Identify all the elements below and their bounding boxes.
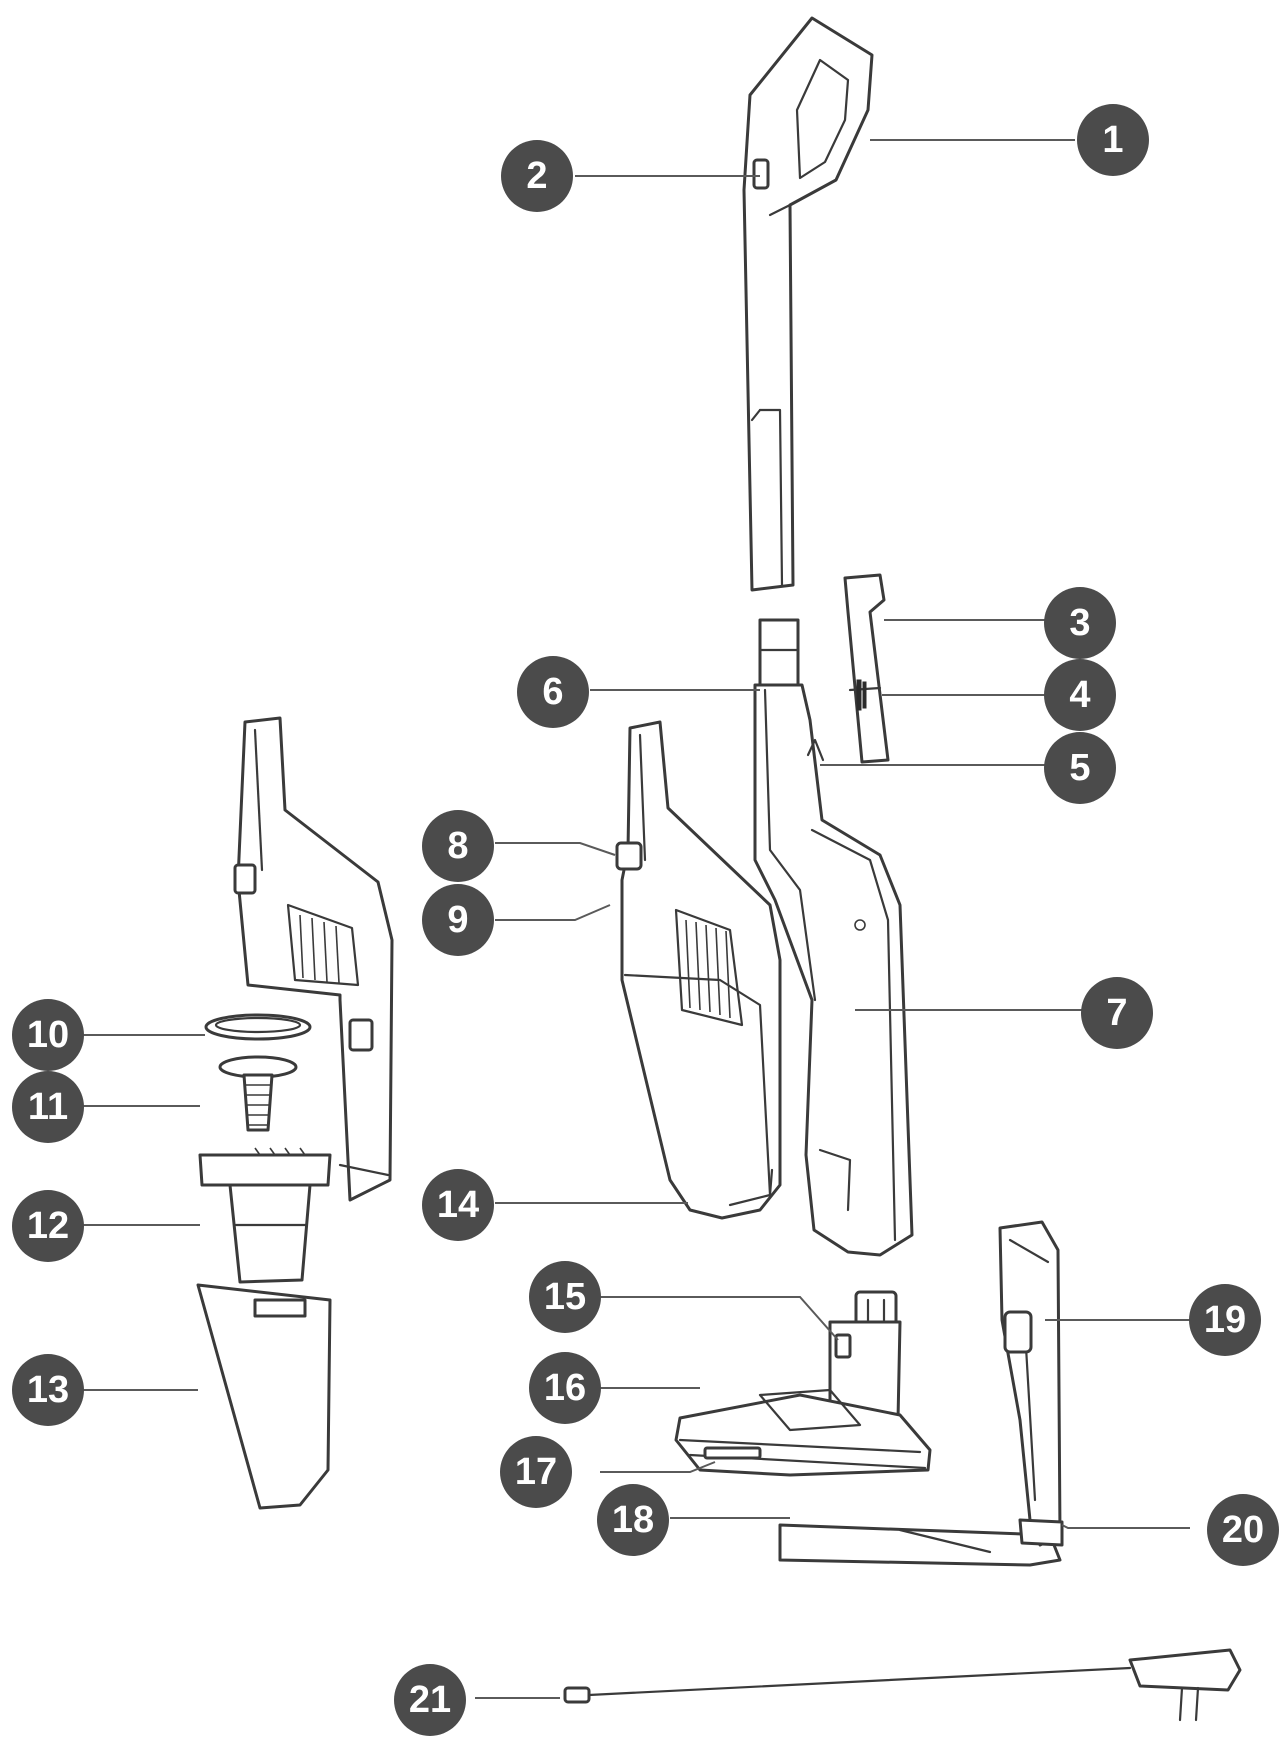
svg-text:11: 11 xyxy=(28,1086,68,1128)
svg-text:8: 8 xyxy=(447,825,468,867)
callout-4: 4 xyxy=(1044,659,1116,731)
callout-5: 5 xyxy=(1044,732,1116,804)
handle-tube-part xyxy=(742,16,874,592)
callout-2: 2 xyxy=(501,140,573,212)
callout-6: 6 xyxy=(517,656,589,728)
callout-13: 13 xyxy=(12,1354,84,1426)
svg-text:10: 10 xyxy=(27,1014,69,1056)
callout-16: 16 xyxy=(529,1352,601,1424)
callout-9: 9 xyxy=(422,884,494,956)
callout-1: 1 xyxy=(1077,104,1149,176)
svg-text:13: 13 xyxy=(27,1369,69,1411)
exploded-handheld-body xyxy=(233,716,394,1202)
svg-text:2: 2 xyxy=(526,155,547,197)
svg-text:17: 17 xyxy=(515,1451,557,1493)
svg-text:14: 14 xyxy=(437,1184,479,1226)
svg-text:7: 7 xyxy=(1106,992,1127,1034)
svg-text:19: 19 xyxy=(1204,1299,1246,1341)
svg-text:4: 4 xyxy=(1069,674,1090,716)
handheld-unit-part xyxy=(615,720,782,1220)
main-body-part xyxy=(753,618,914,1257)
callout-21: 21 xyxy=(394,1664,466,1736)
crevice-tool-part xyxy=(843,573,890,764)
callout-18: 18 xyxy=(597,1484,669,1556)
svg-text:9: 9 xyxy=(447,899,468,941)
callout-19: 19 xyxy=(1189,1284,1261,1356)
callout-8: 8 xyxy=(422,810,494,882)
filter-seal-part xyxy=(204,1013,312,1041)
callout-20: 20 xyxy=(1207,1494,1279,1566)
svg-text:3: 3 xyxy=(1069,602,1090,644)
vent-grille xyxy=(674,908,744,1027)
callout-14: 14 xyxy=(422,1169,494,1241)
svg-text:1: 1 xyxy=(1102,119,1123,161)
dust-container-part xyxy=(196,1283,332,1510)
svg-text:15: 15 xyxy=(544,1276,586,1318)
charger-part xyxy=(563,1648,1242,1722)
callout-12: 12 xyxy=(12,1190,84,1262)
svg-text:6: 6 xyxy=(542,671,563,713)
svg-text:12: 12 xyxy=(27,1205,69,1247)
callout-badges: 1 2 3 4 5 6 7 8 9 10 11 12 13 14 15 16 1… xyxy=(12,104,1279,1736)
svg-text:20: 20 xyxy=(1222,1509,1264,1551)
callout-10: 10 xyxy=(12,999,84,1071)
svg-text:5: 5 xyxy=(1069,747,1090,789)
callout-11: 11 xyxy=(12,1071,84,1143)
floor-head-part xyxy=(674,1290,932,1477)
callout-7: 7 xyxy=(1081,977,1153,1049)
hepa-filter-part xyxy=(218,1055,298,1132)
charging-stand-part xyxy=(778,1220,1064,1567)
svg-text:21: 21 xyxy=(409,1679,451,1721)
svg-text:16: 16 xyxy=(544,1367,586,1409)
leader-lines xyxy=(80,139,1190,1699)
callout-15: 15 xyxy=(529,1261,601,1333)
callout-17: 17 xyxy=(500,1436,572,1508)
callout-3: 3 xyxy=(1044,587,1116,659)
cyclone-separator-part xyxy=(198,1147,332,1284)
svg-text:18: 18 xyxy=(612,1499,654,1541)
